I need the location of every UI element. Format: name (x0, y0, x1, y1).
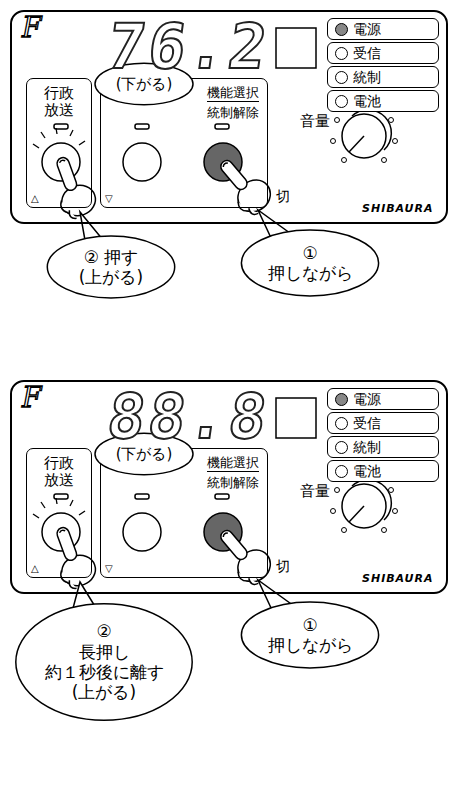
off-label: 切 (276, 188, 290, 205)
band-indicator: F (22, 14, 41, 42)
down-symbol: ▽ (105, 194, 113, 204)
indicator-lamp: 受信 (327, 42, 439, 64)
frequency-display: 88.8 (104, 386, 274, 448)
callout-text: (下がる) (116, 445, 173, 463)
callout-bubble: ①押しながら (240, 600, 380, 670)
lamp-label: 電源 (328, 21, 381, 38)
lamp-label: 電池 (328, 93, 381, 110)
callout-text: ② 押す (84, 247, 139, 267)
button-label: 行政放送 (43, 455, 76, 490)
callout-text: (下がる) (116, 75, 173, 93)
callout-bubble: (下がる) (94, 62, 194, 106)
lamp-label: 受信 (328, 45, 381, 62)
button-group: 行政放送 △ (26, 78, 92, 208)
callout-bubble: ①押しながら (240, 228, 380, 298)
lamp-label: 電池 (328, 463, 381, 480)
callout-bubble: ② 押す(上がる) (46, 234, 176, 300)
lamp-label: 統制 (328, 69, 381, 86)
button-label: 機能選択 (207, 85, 259, 102)
button-label: 統制解除 (207, 475, 259, 491)
callout-text: (上がる) (79, 267, 143, 287)
off-label: 切 (276, 558, 290, 575)
indicator-lamp: 受信 (327, 412, 439, 434)
lamp-label: 統制 (328, 439, 381, 456)
volume-label: 音量 (300, 112, 330, 130)
bubble-content: ①押しながら (240, 228, 380, 298)
button-label: 機能選択 (207, 455, 259, 472)
indicator-lamp: 電源 (327, 18, 439, 40)
indicator-lamp: 電源 (327, 388, 439, 410)
callout-text: (上がる) (72, 682, 136, 702)
callout-text: 押しながら (268, 635, 353, 655)
brand-logo: SHIBAURA (362, 572, 434, 585)
callout-bubble: ②長押し約１秒後に離す(上がる) (14, 600, 194, 724)
down-symbol: ▽ (105, 564, 113, 574)
bubble-content: (下がる) (94, 62, 194, 106)
button-group: 行政放送 △ (26, 448, 92, 578)
callout-text: ① (302, 243, 317, 263)
indicator-lamp: 統制 (327, 436, 439, 458)
indicator-lamp: 電池 (327, 460, 439, 482)
callout-text: 長押し (79, 642, 130, 662)
bubble-content: ② 押す(上がる) (46, 234, 176, 300)
indicator-lamp: 統制 (327, 66, 439, 88)
button-label: 行政放送 (43, 85, 76, 120)
brand-logo: SHIBAURA (362, 202, 434, 215)
volume-label: 音量 (300, 482, 330, 500)
up-symbol: △ (31, 194, 39, 204)
bubble-content: ②長押し約１秒後に離す(上がる) (14, 600, 194, 724)
callout-text: 約１秒後に離す (45, 662, 164, 682)
callout-text: ① (302, 615, 317, 635)
indicator-lamp: 電池 (327, 90, 439, 112)
radio-panel: F 88.8 音量切 SHIBAURA 電源受信統制電池 行政放送 △ ▽ 機能選択統制解除 (下… (10, 380, 448, 594)
bubble-content: ①押しながら (240, 600, 380, 670)
lamp-label: 受信 (328, 415, 381, 432)
callout-text: 押しながら (268, 263, 353, 283)
callout-bubble: (下がる) (94, 432, 194, 476)
bubble-content: (下がる) (94, 432, 194, 476)
up-symbol: △ (31, 564, 39, 574)
radio-panel: F 76.2 音量切 SHIBAURA 電源受信統制電池 行政放送 △ ▽ 機能選択統制解除 (下… (10, 10, 448, 224)
band-indicator: F (22, 384, 41, 412)
callout-text: ② (96, 621, 111, 641)
lamp-label: 電源 (328, 391, 381, 408)
button-label: 統制解除 (207, 105, 259, 121)
frequency-display: 76.2 (104, 16, 274, 78)
